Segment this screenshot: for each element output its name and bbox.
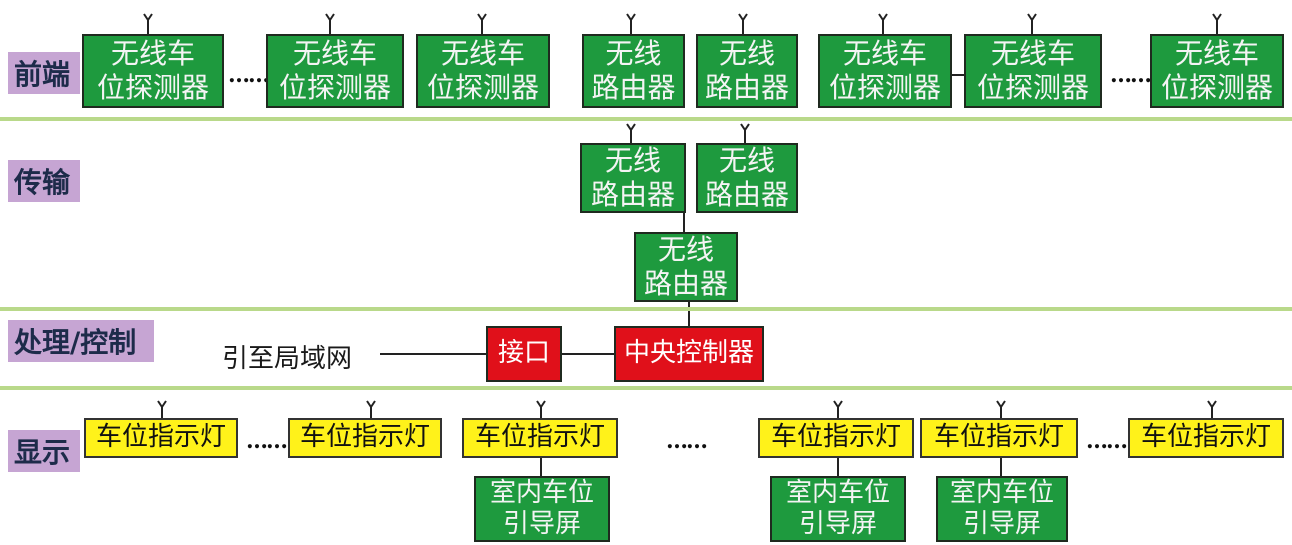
antenna-icon (1212, 13, 1222, 34)
antenna-icon (878, 13, 888, 34)
wireless-parking-sensor: 无线车 位探测器 (1150, 34, 1284, 108)
antenna-icon (626, 123, 636, 144)
ellipsis: …… (666, 428, 708, 454)
separator-front-transport (0, 117, 1292, 121)
ellipsis: …… (246, 428, 288, 454)
parking-indicator-light: 车位指示灯 (1128, 418, 1284, 458)
wireless-router: 无线 路由器 (696, 143, 798, 213)
wireless-parking-sensor: 无线车 位探测器 (416, 34, 550, 108)
wireless-router: 无线 路由器 (696, 34, 798, 108)
parking-indicator-light: 车位指示灯 (462, 418, 618, 458)
layer-label-transport: 传输 (8, 160, 80, 202)
parking-indicator-light: 车位指示灯 (920, 418, 1078, 458)
parking-indicator-light: 车位指示灯 (288, 418, 442, 458)
interface-node: 接口 (486, 326, 562, 382)
antenna-icon (477, 13, 487, 34)
separator-control-display (0, 386, 1292, 390)
wireless-parking-sensor: 无线车 位探测器 (266, 34, 404, 108)
central-controller: 中央控制器 (614, 326, 764, 382)
indoor-parking-guidance-screen: 室内车位 引导屏 (936, 476, 1068, 542)
wireless-router: 无线 路由器 (582, 34, 685, 108)
antenna-icon (325, 13, 335, 34)
antenna-icon (143, 13, 153, 34)
layer-label-display: 显示 (8, 430, 80, 472)
separator-transport-control (0, 307, 1292, 311)
indoor-parking-guidance-screen: 室内车位 引导屏 (474, 476, 610, 542)
antenna-icon (740, 123, 750, 144)
antenna-icon (626, 13, 636, 34)
wireless-parking-sensor: 无线车 位探测器 (964, 34, 1102, 108)
antenna-icon (1027, 13, 1037, 34)
wireless-router: 无线 路由器 (580, 143, 686, 213)
antenna-icon (738, 13, 748, 34)
ellipsis: …… (1086, 428, 1128, 454)
wireless-parking-sensor: 无线车 位探测器 (82, 34, 224, 108)
parking-indicator-light: 车位指示灯 (758, 418, 914, 458)
ellipsis: …… (1110, 62, 1152, 88)
wireless-router: 无线 路由器 (634, 232, 738, 302)
indoor-parking-guidance-screen: 室内车位 引导屏 (770, 476, 906, 542)
ellipsis: …… (228, 62, 270, 88)
lan-label: 引至局域网 (222, 344, 353, 374)
layer-label-control: 处理/控制 (8, 320, 154, 362)
parking-indicator-light: 车位指示灯 (84, 418, 238, 458)
layer-label-front: 前端 (8, 52, 80, 94)
wireless-parking-sensor: 无线车 位探测器 (818, 34, 952, 108)
